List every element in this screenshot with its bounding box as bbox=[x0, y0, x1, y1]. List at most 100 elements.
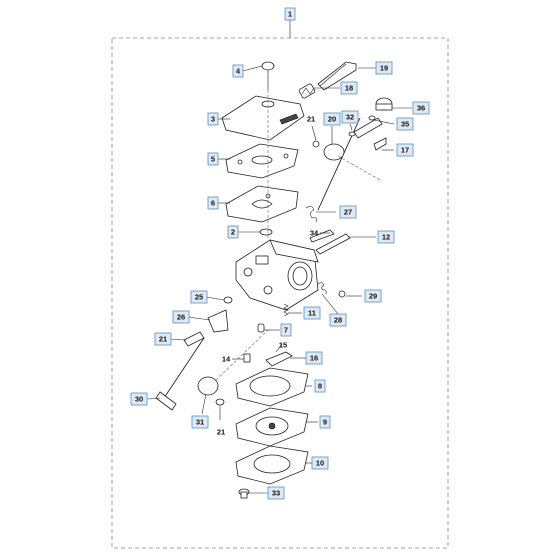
callout-19[interactable]: 19 bbox=[375, 61, 393, 75]
callout-5[interactable]: 5 bbox=[207, 152, 219, 166]
callout-10[interactable]: 10 bbox=[311, 456, 329, 470]
callout-29-label: 29 bbox=[369, 292, 377, 301]
callout-18[interactable]: 18 bbox=[340, 81, 358, 95]
callout-21-mid[interactable]: 21 bbox=[154, 332, 172, 346]
assembly-frame bbox=[111, 37, 449, 549]
callout-28-label: 28 bbox=[334, 316, 342, 325]
callout-21-lower[interactable]: 21 bbox=[217, 428, 225, 437]
part-screw-33 bbox=[238, 488, 250, 499]
callout-21-lower-label: 21 bbox=[217, 428, 225, 437]
callout-7[interactable]: 7 bbox=[280, 323, 292, 337]
part-choke-plate bbox=[323, 143, 345, 161]
callout-11-label: 11 bbox=[308, 309, 316, 318]
callout-5-label: 5 bbox=[211, 155, 215, 164]
part-diaphragm-6 bbox=[225, 185, 299, 223]
callout-11[interactable]: 11 bbox=[303, 306, 321, 320]
part-spring bbox=[298, 83, 316, 99]
part-spring-27 bbox=[305, 206, 317, 223]
callout-21-upper-label: 21 bbox=[307, 115, 315, 124]
part-gasket-8 bbox=[235, 367, 309, 407]
part-screw-21-top bbox=[312, 140, 320, 148]
callout-29[interactable]: 29 bbox=[364, 289, 382, 303]
callout-12-label: 12 bbox=[382, 233, 390, 242]
throttle-plate-guide bbox=[215, 329, 269, 381]
callout-16-label: 16 bbox=[310, 354, 318, 363]
callout-27[interactable]: 27 bbox=[339, 205, 357, 219]
part-throttle-shaft bbox=[155, 337, 205, 411]
part-diaphragm-9 bbox=[235, 407, 309, 447]
callout-33[interactable]: 33 bbox=[267, 486, 285, 500]
part-carburetor-body bbox=[235, 239, 319, 311]
part-needle bbox=[317, 61, 357, 91]
part-knob-36 bbox=[375, 97, 393, 111]
callout-34-label: 34 bbox=[310, 229, 319, 238]
part-gasket-10 bbox=[235, 445, 309, 485]
part-clip-25 bbox=[223, 296, 233, 304]
callout-36[interactable]: 36 bbox=[412, 101, 430, 115]
part-needle-12 bbox=[315, 233, 351, 255]
part-choke-shaft bbox=[317, 117, 387, 211]
callout-35-label: 35 bbox=[401, 120, 409, 129]
callout-16[interactable]: 16 bbox=[305, 351, 323, 365]
callout-20-label: 20 bbox=[328, 115, 336, 124]
callout-30[interactable]: 30 bbox=[130, 392, 148, 406]
part-clip-32 bbox=[348, 131, 356, 137]
callout-21-mid-label: 21 bbox=[159, 335, 167, 344]
part-pin-7 bbox=[257, 323, 265, 333]
callout-36-label: 36 bbox=[417, 104, 425, 113]
assembly-callout-label: 1 bbox=[288, 10, 292, 19]
part-screw-21-mid bbox=[183, 331, 205, 347]
callout-2[interactable]: 2 bbox=[227, 225, 239, 239]
callout-8[interactable]: 8 bbox=[314, 379, 326, 393]
part-ball-29 bbox=[338, 290, 346, 298]
part-spring-28 bbox=[317, 282, 327, 295]
part-cover-plate bbox=[221, 95, 305, 141]
callout-33-label: 33 bbox=[272, 489, 280, 498]
callout-20[interactable]: 20 bbox=[323, 112, 341, 126]
callout-3-label: 3 bbox=[211, 115, 215, 124]
part-washer-2 bbox=[259, 228, 273, 236]
part-throttle-plate bbox=[197, 376, 219, 396]
leader-lines bbox=[147, 65, 412, 494]
callout-18-label: 18 bbox=[345, 84, 353, 93]
callout-35[interactable]: 35 bbox=[396, 117, 414, 131]
part-gasket-5 bbox=[225, 143, 299, 179]
callout-31[interactable]: 31 bbox=[191, 415, 209, 429]
callout-28[interactable]: 28 bbox=[329, 313, 347, 327]
callout-26[interactable]: 26 bbox=[172, 310, 190, 324]
callout-32[interactable]: 32 bbox=[341, 110, 359, 124]
callout-2-label: 2 bbox=[231, 228, 235, 237]
callout-27-label: 27 bbox=[344, 208, 352, 217]
callout-26-label: 26 bbox=[177, 313, 185, 322]
choke-plate-guide bbox=[337, 155, 381, 181]
callout-19-label: 19 bbox=[380, 64, 388, 73]
part-screw-21-bottom bbox=[215, 398, 225, 406]
callout-21-upper[interactable]: 21 bbox=[307, 115, 315, 124]
callout-34[interactable]: 34 bbox=[310, 229, 319, 238]
callout-6[interactable]: 6 bbox=[207, 196, 219, 210]
callout-15[interactable]: 15 bbox=[279, 341, 287, 350]
part-ring-35 bbox=[368, 115, 376, 121]
callout-12[interactable]: 12 bbox=[377, 230, 395, 244]
callout-31-label: 31 bbox=[196, 418, 204, 427]
callout-7-label: 7 bbox=[284, 326, 288, 335]
callout-6-label: 6 bbox=[211, 199, 215, 208]
callout-32-label: 32 bbox=[346, 113, 354, 122]
assembly-callout[interactable]: 1 bbox=[284, 7, 296, 21]
callout-4-label: 4 bbox=[236, 67, 241, 76]
callout-8-label: 8 bbox=[318, 382, 322, 391]
part-lever-26 bbox=[207, 309, 229, 333]
callout-30-label: 30 bbox=[135, 395, 143, 404]
callout-14[interactable]: 14 bbox=[222, 355, 231, 364]
callout-3[interactable]: 3 bbox=[207, 112, 219, 126]
callout-17-label: 17 bbox=[401, 146, 409, 155]
callout-17[interactable]: 17 bbox=[396, 143, 414, 157]
callout-25[interactable]: 25 bbox=[190, 290, 208, 304]
callout-4[interactable]: 4 bbox=[232, 64, 244, 78]
part-screw-14 bbox=[243, 353, 251, 363]
callout-10-label: 10 bbox=[316, 459, 324, 468]
callout-25-label: 25 bbox=[195, 293, 203, 302]
callout-14-label: 14 bbox=[222, 355, 231, 364]
callout-9[interactable]: 9 bbox=[319, 415, 331, 429]
